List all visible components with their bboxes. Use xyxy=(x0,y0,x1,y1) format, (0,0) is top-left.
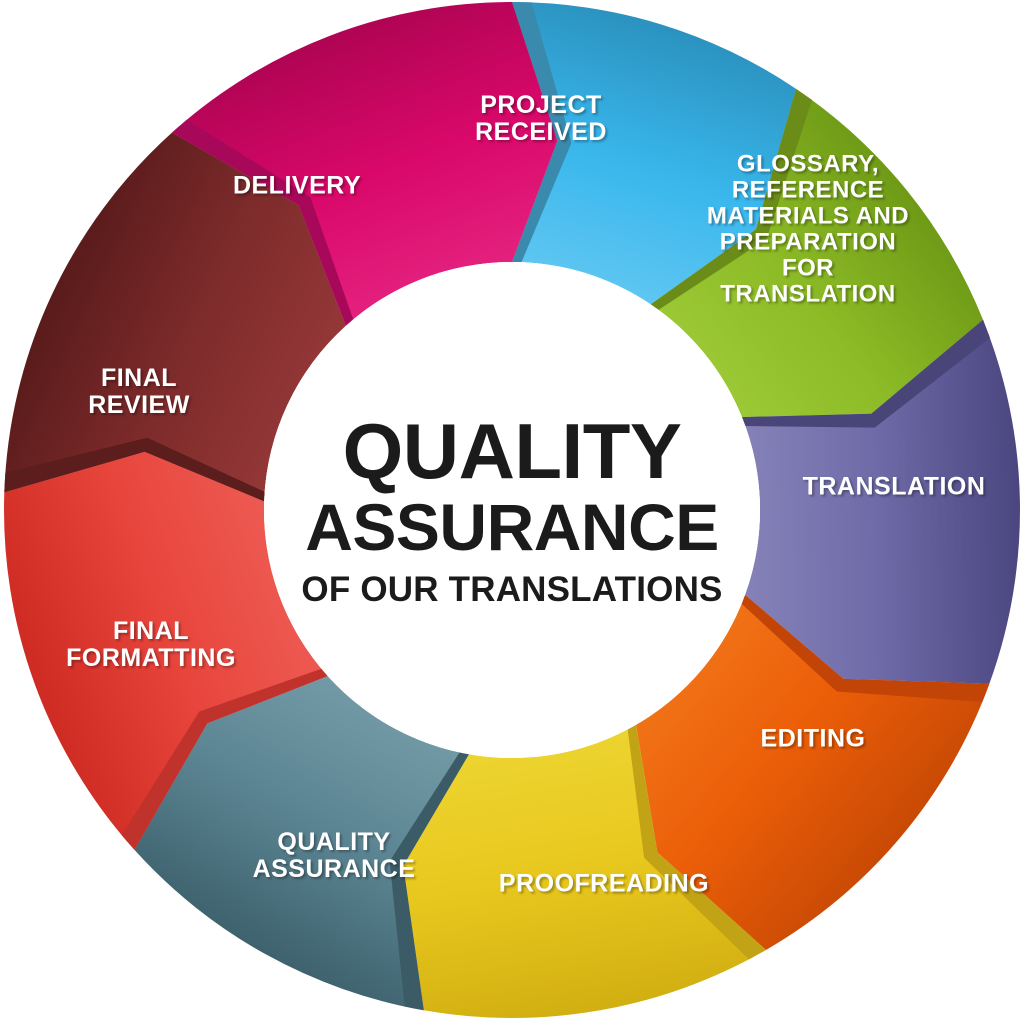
wheel-segment-editing[interactable] xyxy=(636,594,990,950)
segment-body-final-review[interactable] xyxy=(4,132,347,502)
segment-edge-shadow-final-formatting xyxy=(121,668,328,850)
segment-edge-shadow-editing xyxy=(741,594,990,702)
wheel-segment-project-received[interactable] xyxy=(512,2,797,305)
wheel-segment-delivery[interactable] xyxy=(172,2,558,326)
wheel-segment-final-review[interactable] xyxy=(4,132,347,502)
segment-body-project-received[interactable] xyxy=(512,2,797,305)
segment-edge-shadow-glossary-reference xyxy=(650,88,813,310)
segment-layer xyxy=(4,2,1020,1018)
segment-edge-shadow-quality-assurance xyxy=(389,752,469,1011)
wheel-segment-proofreading[interactable] xyxy=(403,724,766,1018)
hub-title-primary: QUALITY xyxy=(342,407,682,496)
segment-body-translation[interactable] xyxy=(741,319,1020,684)
segment-body-proofreading[interactable] xyxy=(403,724,766,1018)
segment-body-final-formatting[interactable] xyxy=(4,451,328,850)
hub-subtitle: OF OUR TRANSLATIONS xyxy=(301,569,723,609)
segment-body-delivery[interactable] xyxy=(172,2,558,326)
segment-edge-shadow-project-received xyxy=(512,2,572,263)
segment-body-glossary-reference[interactable] xyxy=(650,88,984,418)
wheel-segment-glossary-reference[interactable] xyxy=(650,88,984,418)
wheel-segment-quality-assurance[interactable] xyxy=(134,675,469,1011)
hub-text-block: QUALITY ASSURANCE OF OUR TRANSLATIONS xyxy=(264,262,760,758)
segment-body-quality-assurance[interactable] xyxy=(134,675,469,1011)
segment-edge-shadow-final-review xyxy=(4,437,265,502)
wheel-segment-final-formatting[interactable] xyxy=(4,451,328,850)
segment-edge-shadow-translation xyxy=(741,319,990,428)
segment-edge-shadow-proofreading xyxy=(627,724,766,960)
wheel-segment-translation[interactable] xyxy=(741,319,1020,684)
segment-edge-shadow-delivery xyxy=(172,119,354,326)
hub-title-secondary: ASSURANCE xyxy=(305,489,719,564)
